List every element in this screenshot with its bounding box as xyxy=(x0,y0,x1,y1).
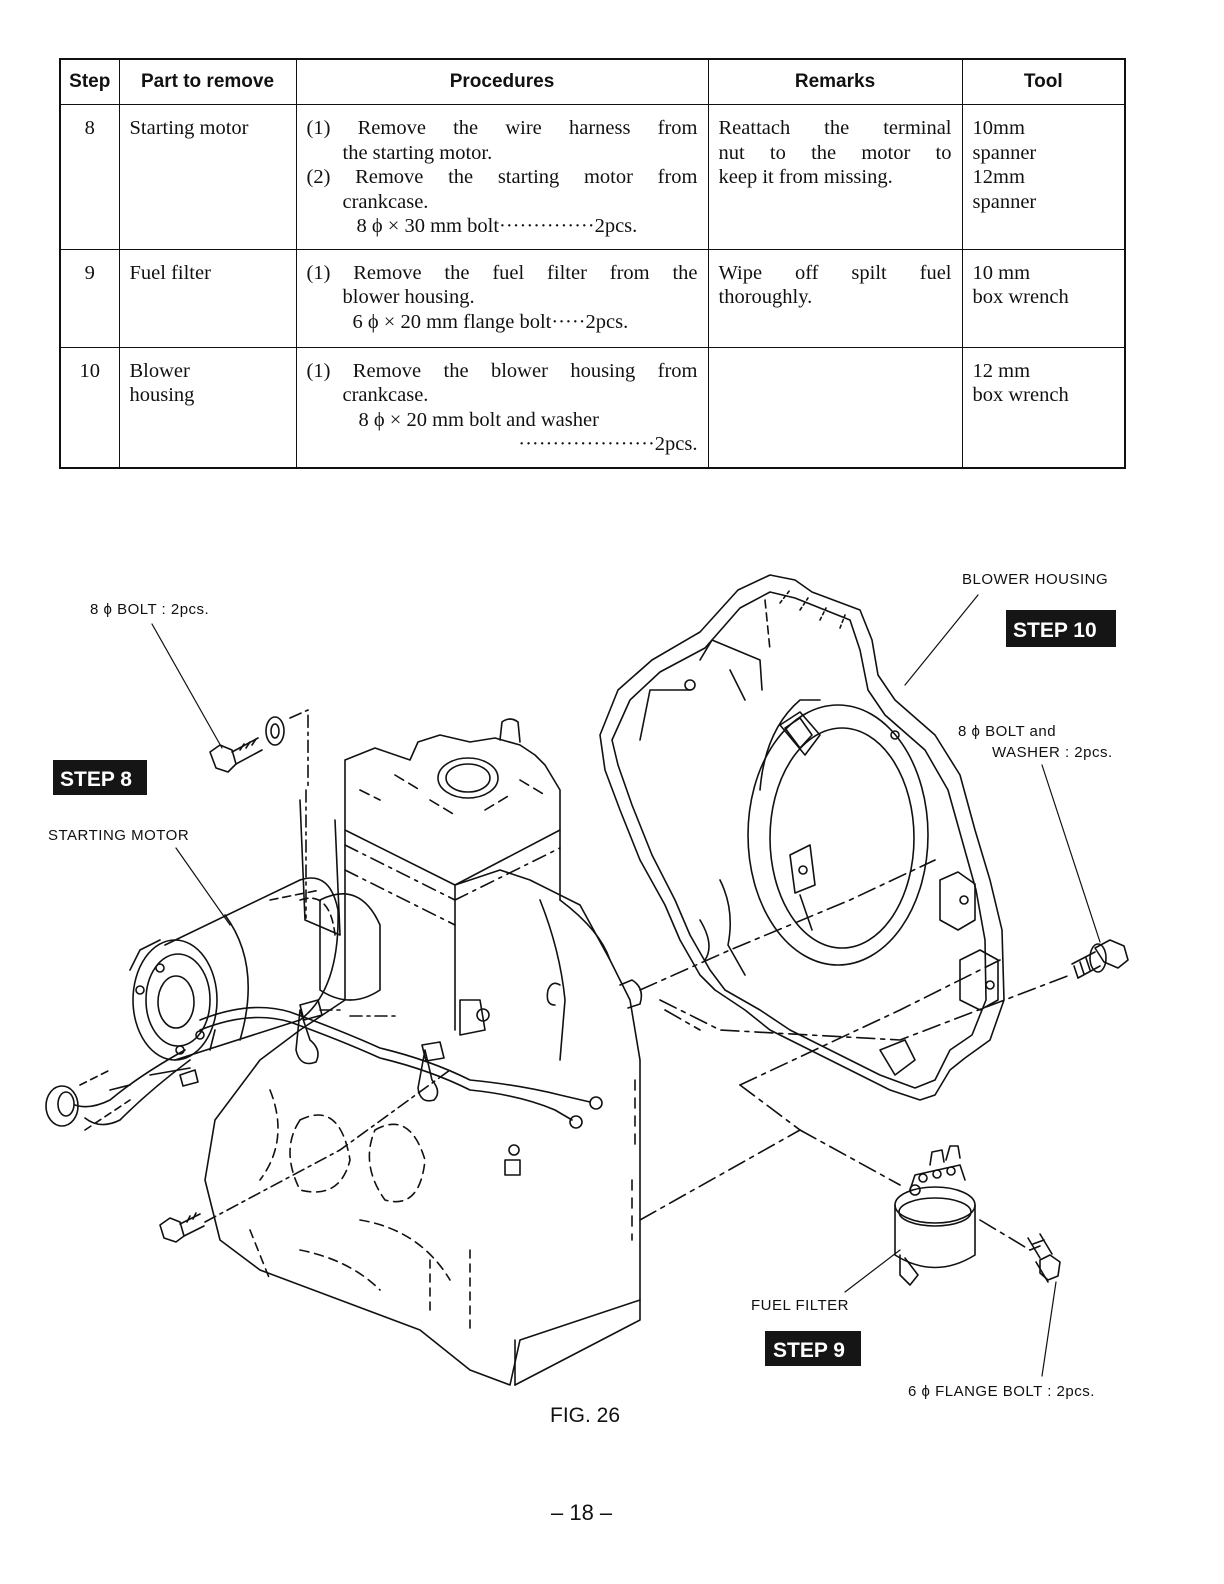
tool-line: box wrench xyxy=(972,286,1069,308)
procedure-cell: (1) Remove the fuel filter from the blow… xyxy=(295,248,709,348)
procedure-cell: (1) Remove the blower housing from crank… xyxy=(295,346,709,468)
remarks-cell: Wipe off spilt fuel thoroughly. xyxy=(707,248,963,348)
label-flange-bolt: 6 ϕ FLANGE BOLT : 2pcs. xyxy=(908,1383,1095,1400)
procedure-line: ····················2pcs. xyxy=(518,433,698,455)
step-number: 9 xyxy=(59,248,120,348)
label-washer: WASHER : 2pcs. xyxy=(992,744,1113,761)
header-tool: Tool xyxy=(961,58,1126,105)
wire-harness-drawing xyxy=(45,999,603,1131)
label-blower-housing: BLOWER HOUSING xyxy=(962,571,1108,588)
procedure-line: 6 ϕ × 20 mm flange bolt·····2pcs. xyxy=(352,310,629,333)
table-header-row: Step Part to remove Procedures Remarks T… xyxy=(59,58,1126,105)
remarks-line: Wipe off spilt fuel xyxy=(718,261,952,284)
part-name: Starting motor xyxy=(118,104,297,250)
leader-lines xyxy=(151,594,1101,1377)
table-row: 8 Starting motor (1) Remove the wire har… xyxy=(59,104,1126,250)
figure-caption: FIG. 26 xyxy=(550,1404,620,1427)
part-line: housing xyxy=(129,384,195,406)
procedure-line: (2) Remove the starting motor from xyxy=(306,166,698,188)
tool-cell: 10 mm box wrench xyxy=(961,248,1126,348)
flange-bolt-drawing xyxy=(1027,1233,1061,1283)
fuel-filter-drawing xyxy=(894,1145,976,1286)
starting-motor-drawing xyxy=(129,877,339,1061)
header-procedures: Procedures xyxy=(295,58,709,105)
procedure-line: crankcase. xyxy=(342,384,429,406)
procedure-line: (1) Remove the blower housing from xyxy=(306,359,698,382)
label-8mm-bolt: 8 ϕ BOLT : 2pcs. xyxy=(90,601,209,618)
step-number: 8 xyxy=(59,104,120,250)
procedure-cell: (1) Remove the wire harness from the sta… xyxy=(295,104,709,250)
assembly-center-lines xyxy=(639,859,1071,1251)
step-8-badge: STEP 8 xyxy=(53,760,147,795)
header-step: Step xyxy=(59,58,120,105)
remarks-line: keep it from missing. xyxy=(718,166,893,188)
bolt-washer-drawing xyxy=(1071,939,1129,979)
step-9-badge-label: STEP 9 xyxy=(773,1339,845,1362)
procedure-table: Step Part to remove Procedures Remarks T… xyxy=(59,58,1126,469)
label-fuel-filter: FUEL FILTER xyxy=(751,1297,849,1314)
tool-line: box wrench xyxy=(972,384,1069,406)
remarks-line: thoroughly. xyxy=(718,286,813,308)
procedure-line: (1) Remove the fuel filter from the xyxy=(306,261,698,284)
procedure-line: the starting motor. xyxy=(342,141,493,164)
header-part: Part to remove xyxy=(118,58,297,105)
procedure-line: 8 ϕ × 20 mm bolt and washer xyxy=(358,408,599,431)
part-line: Blower xyxy=(129,359,190,382)
tool-line: 10mm xyxy=(972,117,1025,139)
header-remarks: Remarks xyxy=(707,58,963,105)
table-row: 9 Fuel filter (1) Remove the fuel filter… xyxy=(59,248,1126,348)
procedure-line: crankcase. xyxy=(342,190,429,213)
procedure-line: 8 ϕ × 30 mm bolt··············2pcs. xyxy=(356,215,638,237)
remarks-line: nut to the motor to xyxy=(718,141,952,164)
tool-line: 10 mm xyxy=(972,261,1031,284)
step-10-badge-label: STEP 10 xyxy=(1013,619,1097,642)
tool-cell: 10mm spanner 12mm spanner xyxy=(961,104,1126,250)
remarks-cell: Reattach the terminal nut to the motor t… xyxy=(707,104,963,250)
part-name: Fuel filter xyxy=(118,248,297,348)
remarks-line: Reattach the terminal xyxy=(718,117,952,139)
tool-line: 12 mm xyxy=(972,359,1031,382)
procedure-line: blower housing. xyxy=(342,286,475,308)
label-starting-motor: STARTING MOTOR xyxy=(48,827,189,844)
page-number: – 18 – xyxy=(551,1500,613,1525)
exploded-view-figure: 8 ϕ BOLT : 2pcs. STARTING MOTOR BLOWER H… xyxy=(45,571,1129,1525)
part-name: Blower housing xyxy=(118,346,297,468)
remarks-cell xyxy=(707,346,963,468)
step-number: 10 xyxy=(59,346,120,468)
blower-housing-drawing xyxy=(599,574,1005,1101)
engine-block-drawing xyxy=(204,718,643,1386)
tool-line: 12mm xyxy=(972,166,1025,188)
step-10-badge: STEP 10 xyxy=(1006,610,1116,647)
step-9-badge: STEP 9 xyxy=(765,1331,861,1366)
bolt-8mm-drawing xyxy=(159,709,451,1243)
label-bolt-and: 8 ϕ BOLT and xyxy=(958,723,1056,740)
step-8-badge-label: STEP 8 xyxy=(60,768,132,791)
tool-line: spanner xyxy=(972,141,1037,164)
tool-cell: 12 mm box wrench xyxy=(961,346,1126,468)
tool-line: spanner xyxy=(972,190,1037,213)
table-row: 10 Blower housing (1) Remove the blower … xyxy=(59,346,1126,468)
procedure-line: (1) Remove the wire harness from xyxy=(306,117,698,139)
